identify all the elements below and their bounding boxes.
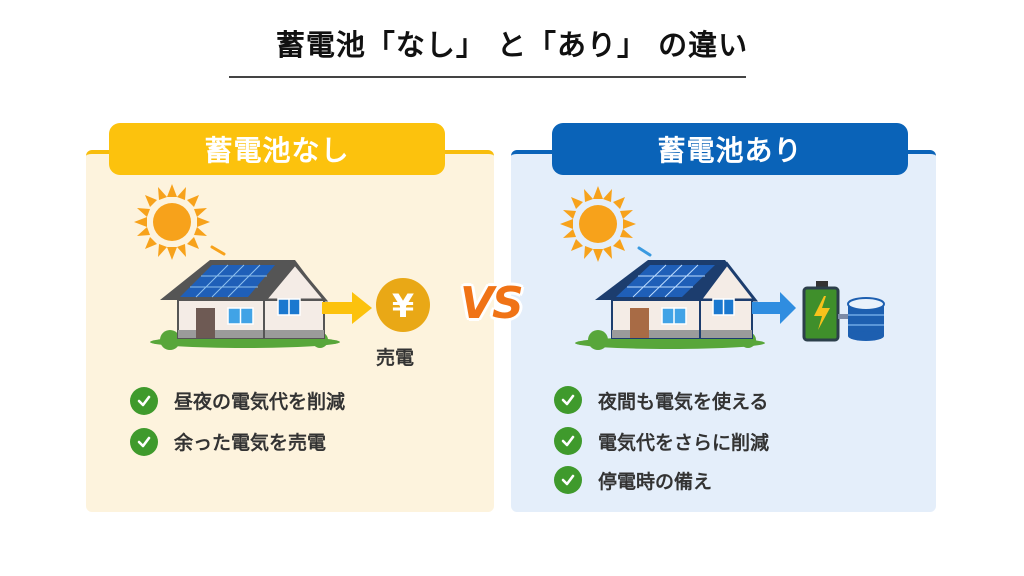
sell-electricity-label: 売電 — [376, 347, 415, 369]
check-icon — [554, 386, 582, 414]
panel-header-without-battery: 蓄電池なし — [109, 123, 445, 175]
benefit-text: 余った電気を売電 — [174, 432, 327, 454]
benefit-text: 停電時の備え — [598, 470, 713, 493]
benefit-item: 電気代をさらに削減 — [554, 419, 769, 463]
vs-label: VS — [460, 278, 524, 329]
title-underline — [229, 76, 746, 78]
page-title: 蓄電池「なし」 と「あり」 の違い — [275, 28, 749, 62]
benefits-list-without-battery: 昼夜の電気代を削減 余った電気を売電 — [130, 380, 345, 462]
arrow-right-icon — [752, 292, 796, 324]
benefit-item: 余った電気を売電 — [130, 421, 345, 462]
illustration-without-battery: ¥ — [134, 184, 430, 350]
illustration-with-battery — [560, 186, 885, 350]
house-with-solar-panel-icon — [160, 260, 329, 339]
arrow-right-icon — [322, 292, 372, 324]
sun-icon — [134, 184, 226, 260]
benefit-text: 電気代をさらに削減 — [598, 431, 770, 454]
benefit-text: 夜間も電気を使える — [598, 390, 769, 413]
benefit-item: 昼夜の電気代を削減 — [130, 380, 345, 421]
check-icon — [554, 427, 582, 455]
moon-icon — [840, 205, 878, 262]
check-icon — [554, 466, 582, 494]
benefit-item: 夜間も電気を使える — [554, 381, 769, 419]
panel-header-with-battery: 蓄電池あり — [552, 123, 908, 175]
storage-cylinder-icon — [847, 297, 885, 341]
check-icon — [130, 386, 158, 415]
battery-icon — [802, 281, 840, 342]
sun-icon — [560, 186, 652, 262]
svg-text:¥: ¥ — [392, 287, 414, 325]
benefits-list-with-battery: 夜間も電気を使える 電気代をさらに削減 停電時の備え — [554, 381, 769, 497]
benefit-item: 停電時の備え — [554, 463, 769, 497]
benefit-text: 昼夜の電気代を削減 — [174, 391, 346, 413]
yen-coin-icon: ¥ — [376, 278, 430, 332]
house-with-solar-panel-icon — [595, 260, 759, 339]
check-icon — [130, 427, 158, 456]
